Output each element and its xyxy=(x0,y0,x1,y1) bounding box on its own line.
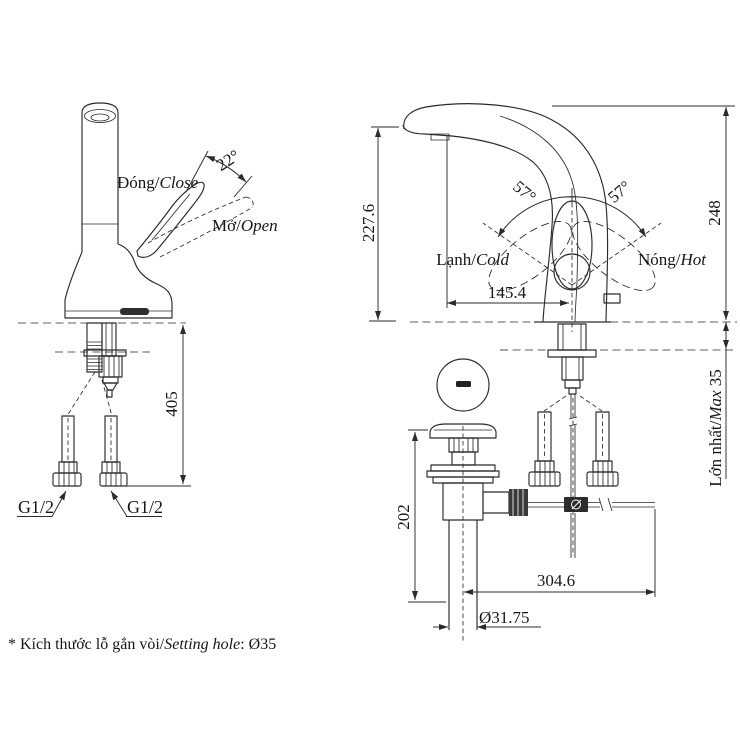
deck-max-label: Lớn nhất/Max 35 xyxy=(706,369,725,487)
drain-assembly xyxy=(426,423,528,643)
cold-label: Lạnh/Cold xyxy=(436,250,509,269)
open-label: Mở/Open xyxy=(212,216,278,235)
close-label-vi: Đóng/ xyxy=(117,173,160,192)
side-view-faucet xyxy=(64,102,173,319)
height-to-outlet-label: 227.6 xyxy=(359,204,378,242)
hot-label-vi: Nóng/ xyxy=(638,250,681,269)
hose-length-label: 405 xyxy=(162,391,181,417)
hot-label-en: Hot xyxy=(680,250,708,269)
front-view-pull-rod xyxy=(568,394,578,558)
handle-angle-label: 22° xyxy=(213,146,243,175)
footer-note-value: : Ø35 xyxy=(240,636,276,653)
footer-note-en: Setting hole xyxy=(164,636,240,653)
close-label: Đóng/Close xyxy=(117,173,199,192)
dim-overall-height: 248 xyxy=(552,105,735,320)
side-view-handle-closed xyxy=(136,181,205,258)
stopper-slot xyxy=(456,381,471,387)
front-view-mounting xyxy=(543,323,603,412)
side-view-mounting xyxy=(18,322,186,417)
drain-lift-rod xyxy=(528,497,656,597)
hot-label: Nóng/Hot xyxy=(638,250,707,269)
deck-max-value: 35 xyxy=(706,369,725,390)
front-view-handle xyxy=(482,188,662,332)
dim-hose-length: 405 xyxy=(120,325,191,487)
side-view-handle-open-dashed xyxy=(147,196,254,258)
overall-height-label: 248 xyxy=(705,200,724,226)
rod-reach-label: 304.6 xyxy=(537,571,575,590)
swing-right-label: 57° xyxy=(604,177,634,207)
drain-height-label: 202 xyxy=(394,504,413,530)
deck-max-vi: Lớn nhất/ xyxy=(706,420,725,486)
dim-rod-reach: 304.6 xyxy=(464,571,655,595)
dim-deck-thickness: Lớn nhất/Max 35 xyxy=(706,322,729,487)
dim-spout-reach: 145.4 xyxy=(446,136,569,308)
open-label-vi: Mở/ xyxy=(212,216,241,235)
footer-note: * Kích thước lỗ gắn vòi/Setting hole: Ø3… xyxy=(8,636,276,653)
swing-left-label: 57° xyxy=(509,177,539,207)
front-view-supply-hoses xyxy=(528,411,619,487)
front-view-counter-lines xyxy=(410,321,737,351)
close-label-en: Close xyxy=(160,173,199,192)
thread-right-label: G1/2 xyxy=(127,497,163,517)
drain-stopper-top-view xyxy=(436,358,490,412)
pipe-diameter-label: Ø31.75 xyxy=(479,608,530,627)
cold-label-vi: Lạnh/ xyxy=(436,250,476,269)
dim-thread-left: G1/2 xyxy=(17,490,67,517)
spout-reach-label: 145.4 xyxy=(488,283,527,302)
dim-drain-height: 202 xyxy=(394,429,446,603)
side-view-supply-hoses xyxy=(52,415,128,487)
thread-left-label: G1/2 xyxy=(18,497,54,517)
deck-max-en: Max xyxy=(706,390,725,422)
dim-thread-right: G1/2 xyxy=(110,490,163,517)
cold-label-en: Cold xyxy=(476,250,510,269)
brand-logo xyxy=(120,308,149,315)
dim-height-to-outlet: 227.6 xyxy=(359,126,399,322)
footer-note-vi: * Kích thước lỗ gắn vòi/ xyxy=(8,636,165,653)
open-label-en: Open xyxy=(241,216,278,235)
dim-pipe-diameter: Ø31.75 xyxy=(433,608,541,630)
